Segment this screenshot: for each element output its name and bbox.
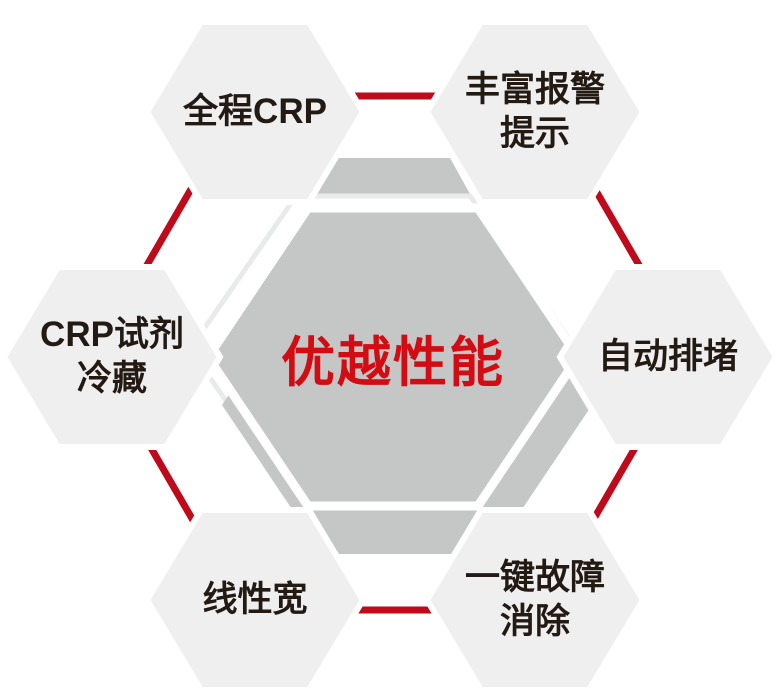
hexagon-left <box>0 264 224 450</box>
hexagon-top-left <box>143 19 367 205</box>
hexagon-right <box>556 264 779 450</box>
hexagon-bottom-left <box>143 507 367 693</box>
hexagon-top-right <box>423 19 647 205</box>
hexagon-bottom-right <box>423 507 647 693</box>
